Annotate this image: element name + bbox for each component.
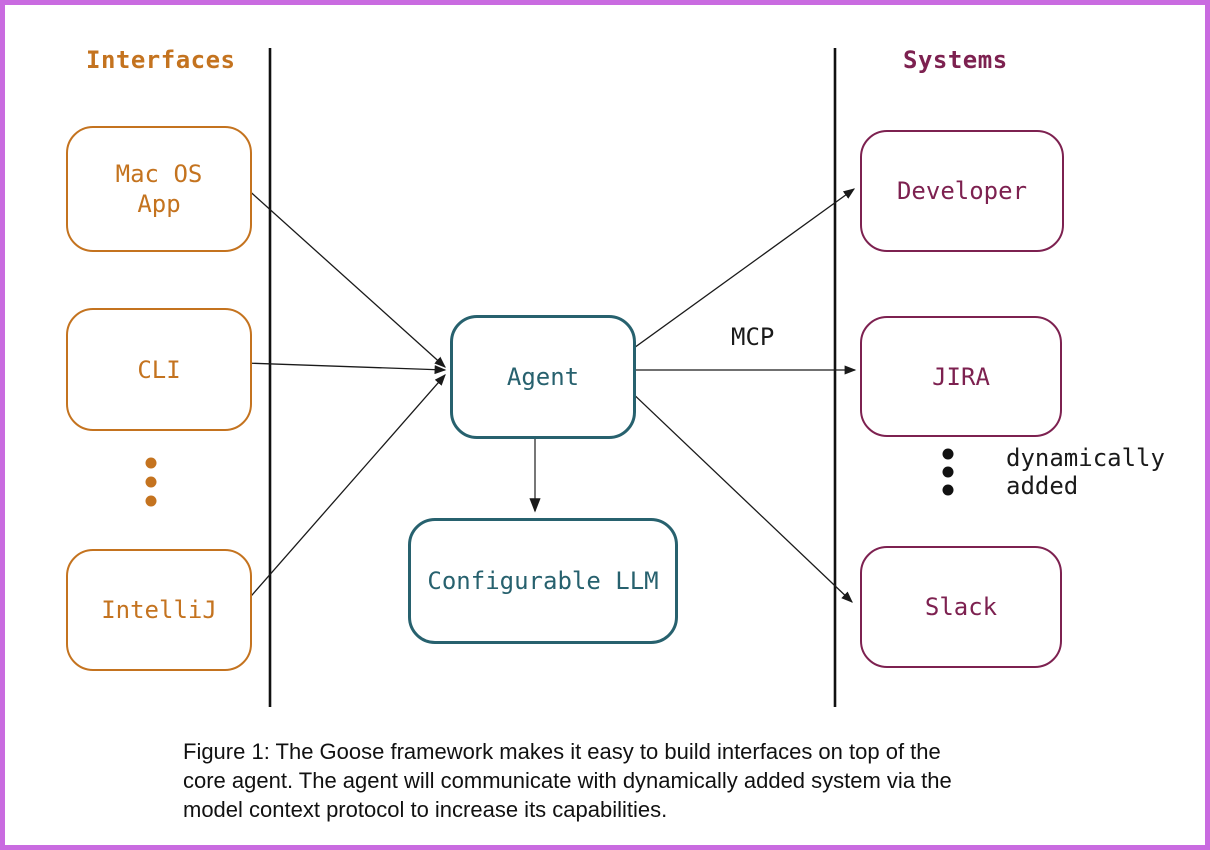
node-label: Agent (506, 363, 580, 391)
caption-line: core agent. The agent will communicate w… (183, 768, 952, 793)
node-cli: CLI (66, 308, 252, 431)
node-label: Developer (896, 177, 1028, 205)
interfaces-heading: Interfaces (86, 46, 236, 74)
mcp-edge-label: MCP (731, 323, 775, 351)
node-label: JIRA (932, 362, 990, 391)
node-intellij: IntelliJ (66, 549, 252, 671)
node-agent: Agent (450, 315, 636, 439)
node-label: Slack (924, 593, 998, 621)
node-slack: Slack (860, 546, 1062, 668)
node-label: Mac OS App (115, 160, 203, 218)
arrow-agent-to-slack (626, 387, 853, 603)
node-jira: JIRA (860, 316, 1062, 437)
node-mac-os-app: Mac OS App (66, 126, 252, 252)
node-developer: Developer (860, 130, 1064, 252)
arrow-agent-to-developer (626, 188, 856, 354)
caption-line: Figure 1: The Goose framework makes it e… (183, 739, 941, 764)
node-label: Configurable LLM (427, 567, 659, 595)
node-configurable-llm: Configurable LLM (408, 518, 678, 644)
node-label: CLI (137, 355, 181, 384)
systems-heading: Systems (903, 46, 1008, 74)
figure-caption: Figure 1: The Goose framework makes it e… (183, 737, 952, 824)
arrow-macos-to-agent (244, 186, 446, 368)
connector-layer (145, 48, 954, 707)
dynamically-added-label: dynamically added (1006, 444, 1165, 500)
caption-line: model context protocol to increase its c… (183, 797, 668, 822)
systems-ellipsis-icon (942, 448, 954, 496)
node-label: IntelliJ (101, 596, 217, 624)
arrow-intellij-to-agent (244, 374, 446, 604)
interfaces-ellipsis-icon (145, 457, 157, 507)
arrow-cli-to-agent (244, 362, 447, 375)
